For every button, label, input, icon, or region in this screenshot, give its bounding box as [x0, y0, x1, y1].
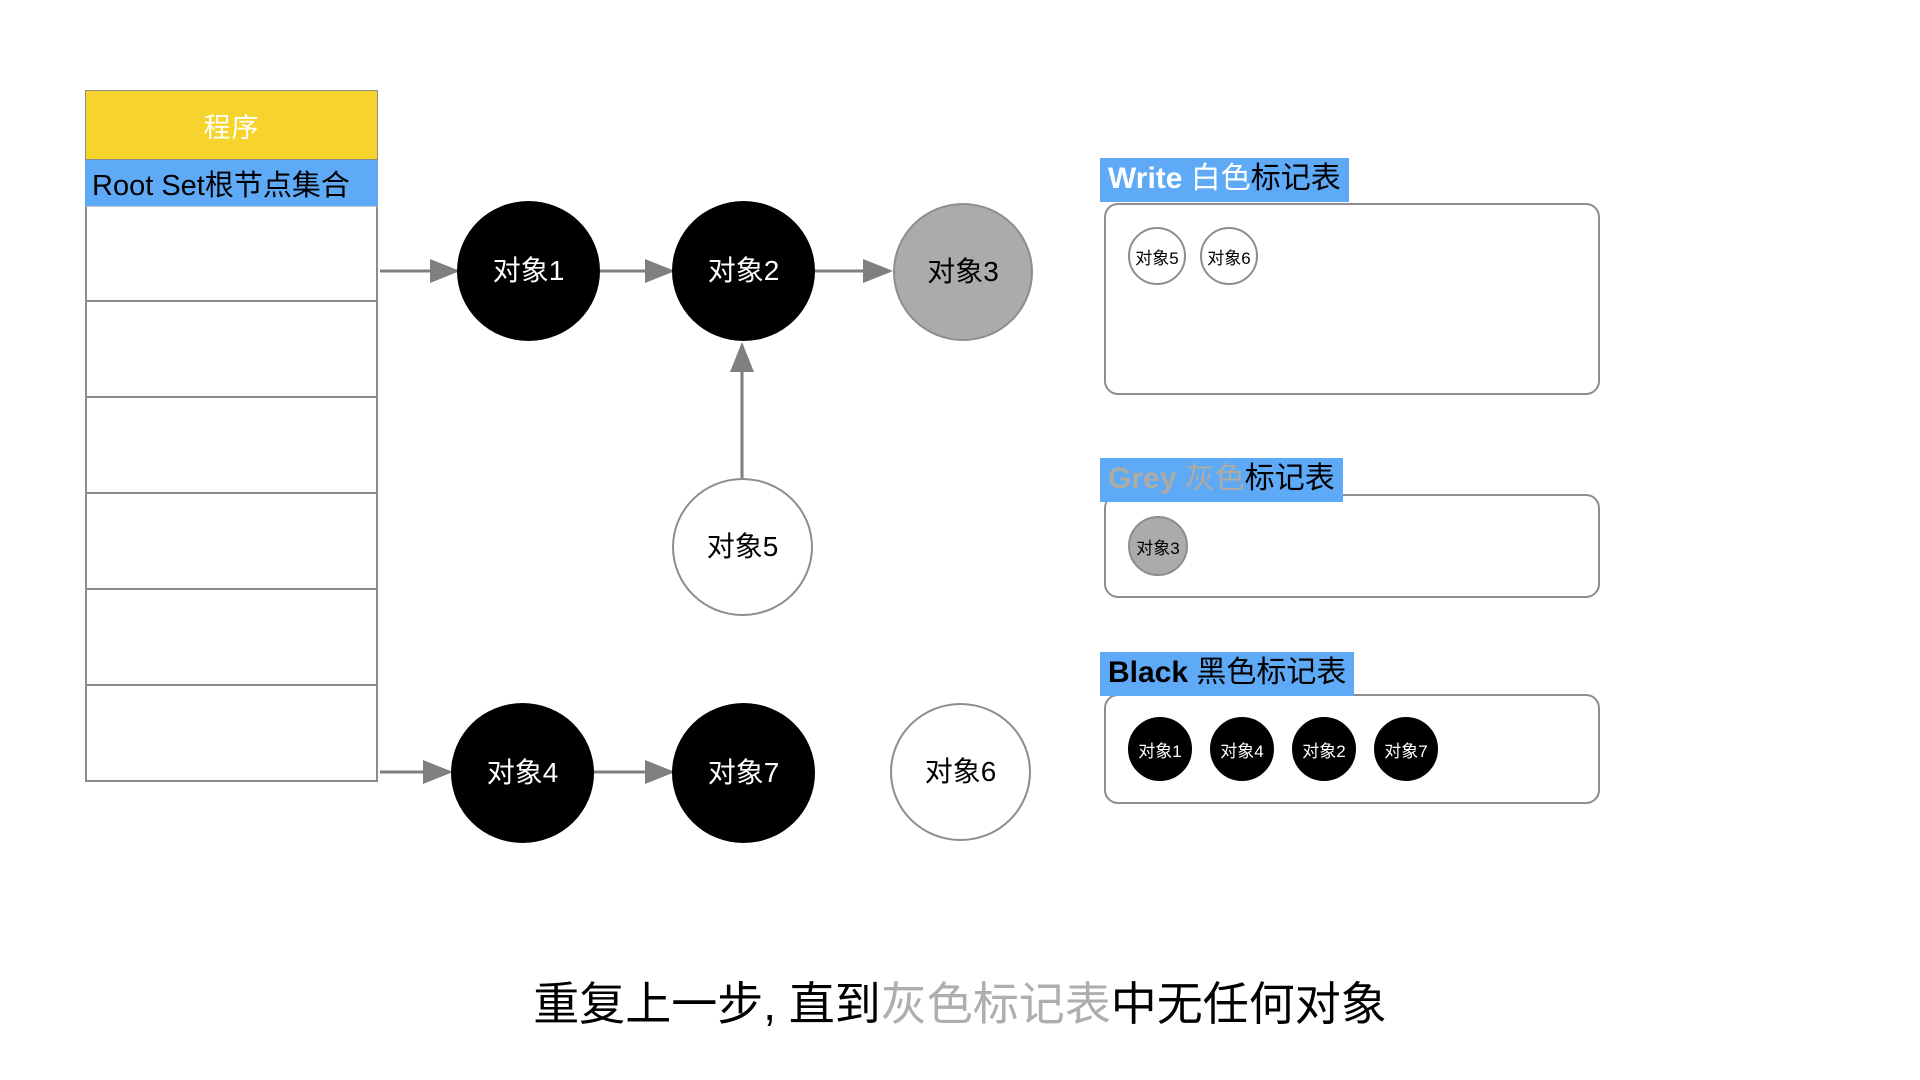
black-mark-table-header-en: Black	[1108, 656, 1197, 689]
mark-chip-label: 对象3	[1136, 538, 1180, 558]
white-mark-table-header: Write 白色标记表	[1100, 158, 1349, 202]
grey-mark-table-header-en: Grey	[1108, 462, 1185, 495]
graph-node-label: 对象3	[927, 256, 999, 287]
caption-tail: 中无任何对象	[1110, 978, 1387, 1030]
white-mark-table-header-en: Write	[1108, 162, 1191, 195]
graph-node-label: 对象2	[707, 255, 780, 286]
graph-node-obj6[interactable]: 对象6	[890, 703, 1031, 841]
graph-node-label: 对象5	[706, 531, 779, 562]
mark-chip-label: 对象1	[1138, 741, 1182, 761]
root-set-row-3[interactable]	[85, 398, 378, 494]
mark-chip-obj7[interactable]: 对象7	[1374, 717, 1438, 781]
program-label: 程序	[203, 112, 260, 143]
root-set-stack: 程序 Root Set根节点集合	[85, 90, 378, 782]
mark-chip-label: 对象4	[1220, 741, 1264, 761]
graph-node-obj1[interactable]: 对象1	[457, 201, 600, 341]
root-set-header: Root Set根节点集合	[85, 160, 378, 206]
caption-highlight: 灰色标记表	[880, 978, 1111, 1030]
graph-node-obj7[interactable]: 对象7	[672, 703, 815, 843]
graph-node-label: 对象1	[492, 255, 565, 286]
graph-node-label: 对象6	[924, 756, 997, 787]
black-mark-table-header-cn-plain: 标记表	[1256, 656, 1347, 689]
root-set-row-6[interactable]	[85, 686, 378, 782]
graph-node-label: 对象7	[707, 757, 780, 788]
root-set-row-1[interactable]	[85, 206, 378, 302]
root-set-label: Root Set根节点集合	[92, 170, 350, 202]
white-mark-table-header-cn-plain: 标记表	[1250, 162, 1341, 195]
grey-mark-table-header: Grey 灰色标记表	[1100, 458, 1343, 502]
white-mark-table-body[interactable]: 对象5 对象6	[1104, 203, 1600, 395]
graph-node-obj4[interactable]: 对象4	[451, 703, 594, 843]
mark-chip-obj1[interactable]: 对象1	[1128, 717, 1192, 781]
root-set-row-5[interactable]	[85, 590, 378, 686]
graph-node-obj5[interactable]: 对象5	[672, 478, 813, 616]
program-header: 程序	[85, 90, 378, 160]
mark-chip-obj2[interactable]: 对象2	[1292, 717, 1356, 781]
white-mark-table-header-cn-colored: 白色	[1190, 162, 1251, 195]
mark-chip-label: 对象5	[1135, 248, 1179, 268]
grey-mark-table-header-cn-plain: 标记表	[1244, 462, 1335, 495]
root-set-row-4[interactable]	[85, 494, 378, 590]
caption-lead: 重复上一步, 直到	[533, 978, 881, 1030]
graph-node-obj3[interactable]: 对象3	[893, 203, 1033, 341]
grey-mark-table-header-cn-colored: 灰色	[1184, 462, 1245, 495]
grey-mark-table: Grey 灰色标记表 对象3	[1100, 458, 1600, 598]
mark-chip-obj4[interactable]: 对象4	[1210, 717, 1274, 781]
black-mark-table-body[interactable]: 对象1 对象4 对象2 对象7	[1104, 694, 1600, 804]
root-set-row-2[interactable]	[85, 302, 378, 398]
black-mark-table-header-cn-colored: 黑色	[1196, 656, 1257, 689]
grey-mark-table-body[interactable]: 对象3	[1104, 494, 1600, 598]
mark-chip-obj5[interactable]: 对象5	[1128, 227, 1186, 285]
mark-chip-label: 对象2	[1302, 741, 1346, 761]
mark-chip-label: 对象7	[1384, 741, 1428, 761]
mark-chip-obj6[interactable]: 对象6	[1200, 227, 1258, 285]
graph-node-obj2[interactable]: 对象2	[672, 201, 815, 341]
black-mark-table: Black 黑色标记表 对象1 对象4 对象2 对象7	[1100, 652, 1600, 807]
graph-node-label: 对象4	[486, 757, 559, 788]
caption: 重复上一步, 直到灰色标记表中无任何对象	[0, 968, 1920, 1034]
white-mark-table: Write 白色标记表 对象5 对象6	[1100, 158, 1600, 403]
mark-chip-label: 对象6	[1207, 248, 1251, 268]
mark-chip-obj3[interactable]: 对象3	[1128, 516, 1188, 576]
black-mark-table-header: Black 黑色标记表	[1100, 652, 1355, 696]
